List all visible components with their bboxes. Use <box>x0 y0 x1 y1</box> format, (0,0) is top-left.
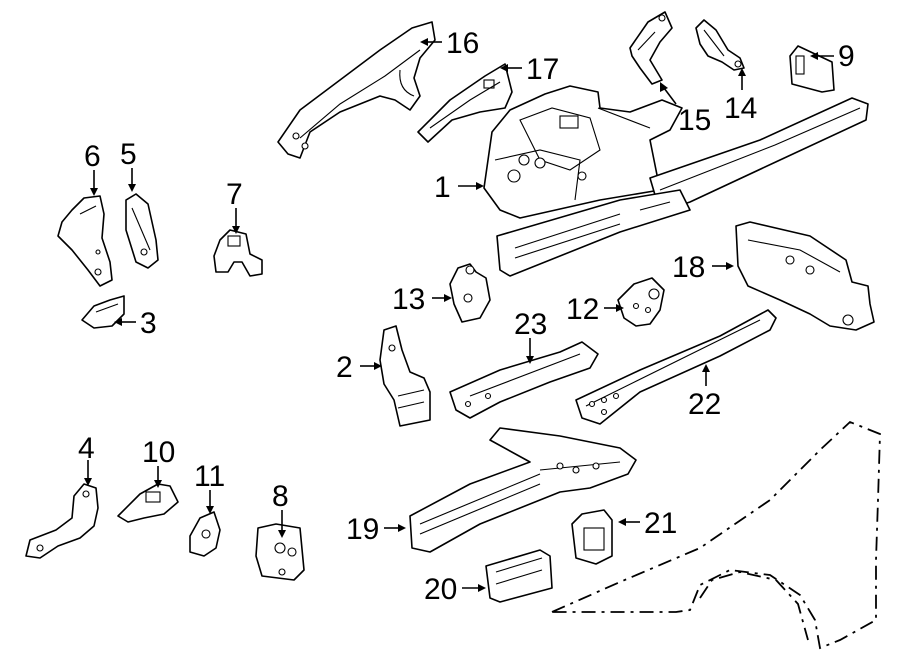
callout-11: 11 <box>194 460 225 493</box>
part-9-gusset[interactable] <box>789 45 835 93</box>
part-16-apron-reinforcement[interactable] <box>277 21 436 159</box>
part-6-bracket[interactable] <box>57 195 113 287</box>
callout-22: 22 <box>688 388 721 421</box>
part-18-inner-panel[interactable] <box>735 221 875 331</box>
part-8-plate[interactable] <box>255 523 305 581</box>
part-11-bracket[interactable] <box>189 511 221 557</box>
leader-lines <box>84 38 834 592</box>
part-12-bracket[interactable] <box>617 277 665 327</box>
callout-15: 15 <box>678 104 711 137</box>
callout-23: 23 <box>514 308 547 341</box>
callout-16: 16 <box>446 27 479 60</box>
part-2-bracket[interactable] <box>379 325 431 427</box>
callout-12: 12 <box>566 293 599 326</box>
callout-10: 10 <box>142 436 175 469</box>
callout-17: 17 <box>526 53 559 86</box>
callout-5: 5 <box>120 138 137 171</box>
part-17-apron-extension[interactable] <box>417 63 513 143</box>
callout-6: 6 <box>84 140 101 173</box>
part-13-mount[interactable] <box>449 263 491 323</box>
callout-13: 13 <box>392 283 425 316</box>
part-15-bracket[interactable] <box>629 11 673 85</box>
part-5-plate[interactable] <box>125 193 159 269</box>
part-1-wheelhouse-assembly[interactable] <box>483 85 683 219</box>
callout-19: 19 <box>346 513 379 546</box>
part-3-clip[interactable] <box>81 295 125 329</box>
callout-7: 7 <box>226 178 243 211</box>
part-19-front-rail[interactable] <box>409 427 637 553</box>
callout-18: 18 <box>672 251 705 284</box>
callout-21: 21 <box>644 507 677 540</box>
callout-3: 3 <box>140 307 157 340</box>
callout-20: 20 <box>424 573 457 606</box>
part-1-side-rail[interactable] <box>496 97 869 277</box>
part-21-bracket[interactable] <box>571 509 613 565</box>
callout-8: 8 <box>272 480 289 513</box>
fender-phantom-outline <box>551 420 881 650</box>
callout-1: 1 <box>434 171 451 204</box>
part-14-mount[interactable] <box>695 19 745 71</box>
callout-2: 2 <box>336 351 353 384</box>
part-10-bracket[interactable] <box>117 483 179 523</box>
part-4-bracket[interactable] <box>25 483 99 559</box>
callout-labels: 1 2 3 4 5 6 7 8 9 10 11 12 13 14 15 16 1… <box>78 27 855 606</box>
part-7-bracket[interactable] <box>213 229 263 277</box>
part-22-rail[interactable] <box>575 309 777 425</box>
callout-9: 9 <box>838 40 855 73</box>
callout-14: 14 <box>724 92 757 125</box>
part-23-rail-extension[interactable] <box>449 341 599 419</box>
part-20-box-member[interactable] <box>485 549 553 603</box>
callout-4: 4 <box>78 432 95 465</box>
